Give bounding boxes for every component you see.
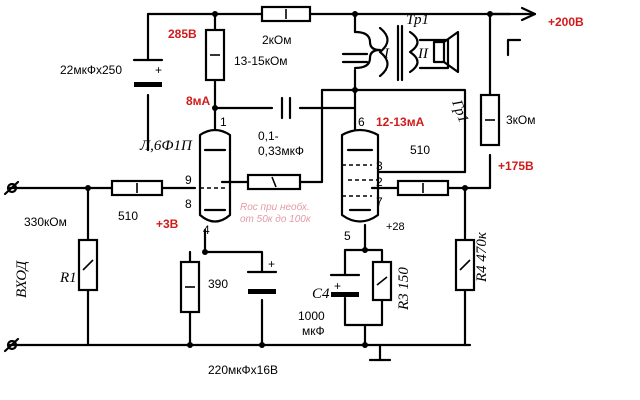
junction-dots [85,11,493,348]
label-tr1: Тр1 [406,12,429,28]
label-r-in: 330кОм [24,215,67,229]
label-pin4: 4 [203,223,210,237]
label-r-screen: 510 [410,143,430,157]
label-r3: R3 150 [396,267,412,311]
label-pin8: 8 [185,197,192,211]
label-pin2: 2 [376,175,383,189]
ground-icon [368,343,392,362]
label-pin3: 3 [376,159,383,173]
label-c-coupling-2: 0,33мкФ [258,144,304,158]
label-r-top: 2кОм [262,33,292,47]
label-i-tube2: 12-13мА [376,115,425,129]
label-r-cathode1: 390 [208,277,228,291]
label-r-3k: 3кОм [506,113,536,127]
label-c4-value-1: 1000 [298,309,325,323]
capacitor-22uf: + [132,58,164,87]
supply-arrow-icon [506,6,537,57]
svg-text:+: + [155,63,162,77]
label-c4: C4 [312,286,330,302]
label-pin5: 5 [344,229,351,243]
label-pin1: 1 [220,115,227,129]
label-v-285: 285В [168,27,197,41]
label-r-drop: 13-15кОм [234,54,288,68]
svg-text:+: + [334,279,341,293]
label-coil1: I [383,46,390,62]
label-v-175: +175В [498,159,534,173]
label-r1: R1 [59,270,77,286]
label-note-roc-2: от 50к до 100к [240,214,312,225]
label-note-roc-1: Roc при необх. [240,201,310,213]
label-r4: R4 470к [474,231,490,283]
label-c-coupling-1: 0,1- [258,129,279,143]
label-v-3: +3В [156,217,179,231]
label-pin9: 9 [185,173,192,187]
output-transformer [353,24,450,82]
label-c-filter: 22мкФх250 [60,63,122,77]
svg-text:+: + [268,257,275,271]
label-tube-name: Л,6Ф1П [139,138,193,154]
label-c-cathode1: 220мкФх16В [208,363,278,377]
label-pin6: 6 [358,115,365,129]
label-pin7: 7 [376,195,383,209]
tube-pentode [340,128,380,223]
label-v-28: +28 [386,221,405,233]
label-i-tube1: 8мА [186,94,211,108]
label-coil2: II [417,46,429,62]
transformer-capacitor [341,52,369,64]
input-terminal [3,180,20,353]
label-input: ВХОД [14,259,30,298]
capacitor-c4: + [329,273,361,297]
speaker [432,30,460,74]
capacitor-coupling [280,96,292,120]
tube-triode [198,128,232,223]
label-gr1: Гр1 [448,97,471,125]
label-v-supply: +200В [548,15,584,29]
label-c4-value-2: мкФ [302,324,325,338]
capacitor-220uf: + [246,257,278,294]
label-r-grid: 510 [118,209,138,223]
